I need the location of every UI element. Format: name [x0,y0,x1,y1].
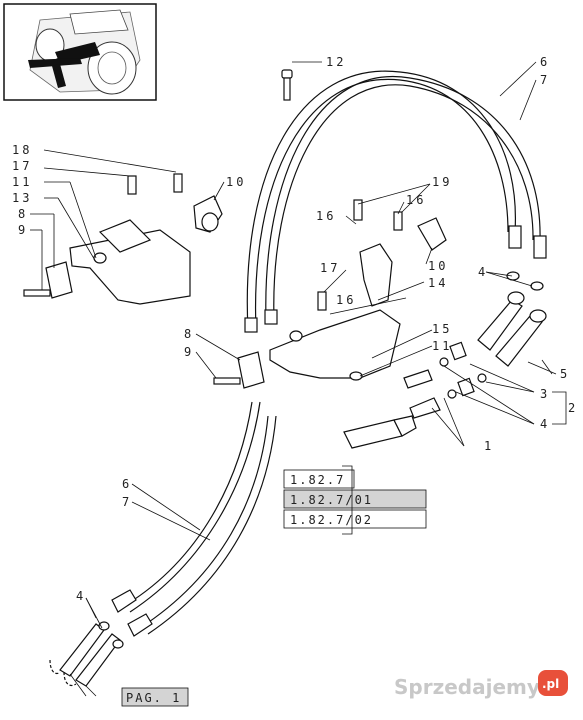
watermark-text: Sprzedajemy [394,675,540,699]
bolt-12 [281,69,293,101]
callout-5: 5 [560,367,570,381]
ref-box-2[interactable]: 1.82.7/01 [290,493,373,507]
callout-16-b: 16 [406,193,426,207]
reference-boxes: 1.82.7 1.82.7/01 1.82.7/02 [283,465,427,535]
left-bracket [23,173,191,305]
page-label[interactable]: PAG. 1 [126,691,181,705]
callout-8-left: 8 [18,207,28,221]
ref-box-1[interactable]: 1.82.7 [290,473,345,487]
right-fittings [343,271,547,449]
callout-labels: 12 6 7 18 17 11 13 8 9 10 19 16 16 17 10… [12,55,578,603]
callout-4-bottom: 4 [76,589,86,603]
callout-10-right: 10 [428,259,448,273]
callout-14: 14 [428,276,448,290]
callout-18: 18 [12,143,32,157]
ref-box-3[interactable]: 1.82.7/02 [290,513,373,527]
callout-3: 3 [540,387,550,401]
watermark-suffix: .pl [542,677,559,691]
callout-13: 13 [12,191,32,205]
center-bracket [213,199,447,389]
lower-hose-assembly [49,401,277,687]
callout-6-top: 6 [540,55,550,69]
callout-11-left: 11 [12,175,32,189]
callout-11-mid: 11 [432,339,452,353]
callout-4-lower: 4 [540,417,550,431]
callout-1: 1 [484,439,494,453]
callout-9-mid: 9 [184,345,194,359]
callout-2: 2 [568,401,578,415]
callout-10-left: 10 [226,175,246,189]
callout-7-top: 7 [540,73,550,87]
callout-4-right: 4 [478,265,488,279]
callout-9-left: 9 [18,223,28,237]
callout-6-bottom: 6 [122,477,132,491]
upper-hose-assembly [244,70,547,333]
callout-8-mid: 8 [184,327,194,341]
callout-17-left: 17 [12,159,32,173]
page-label-box: PAG. 1 [121,687,189,707]
callout-7-bottom: 7 [122,495,132,509]
callout-15: 15 [432,322,452,336]
leader-lines [30,61,567,697]
coupler-10-left [193,195,223,233]
callout-17-mid: 17 [320,261,340,275]
callout-16-c: 16 [336,293,356,307]
callout-16-a: 16 [316,209,336,223]
watermark-badge [538,670,568,696]
tractor-thumbnail [3,3,157,101]
watermark: Sprzedajemy .pl [394,670,568,699]
callout-12: 12 [326,55,346,69]
callout-19: 19 [432,175,452,189]
